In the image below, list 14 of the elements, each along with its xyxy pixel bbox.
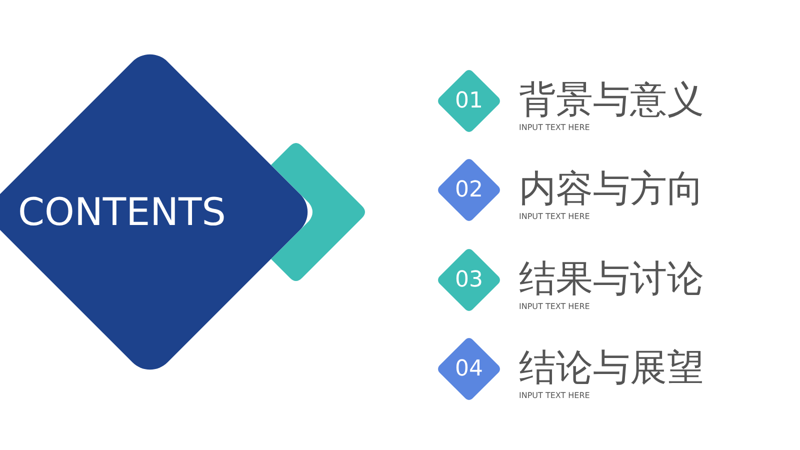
section-number: 02 [454, 178, 484, 202]
section-number: 03 [454, 268, 484, 292]
contents-title: CONTENTS [18, 190, 227, 234]
section-subtitle: INPUT TEXT HERE [519, 212, 590, 221]
section-heading: 背景与意义 [519, 81, 704, 118]
section-number: 01 [454, 88, 484, 114]
section-subtitle: INPUT TEXT HERE [519, 391, 590, 400]
section-heading: 结果与讨论 [519, 260, 704, 297]
section-subtitle: INPUT TEXT HERE [519, 123, 590, 132]
section-subtitle: INPUT TEXT HERE [519, 302, 590, 311]
section-heading: 内容与方向 [519, 170, 704, 207]
section-number: 04 [454, 356, 484, 382]
accent-diamond [271, 143, 365, 281]
section-heading: 结论与展望 [519, 349, 704, 386]
